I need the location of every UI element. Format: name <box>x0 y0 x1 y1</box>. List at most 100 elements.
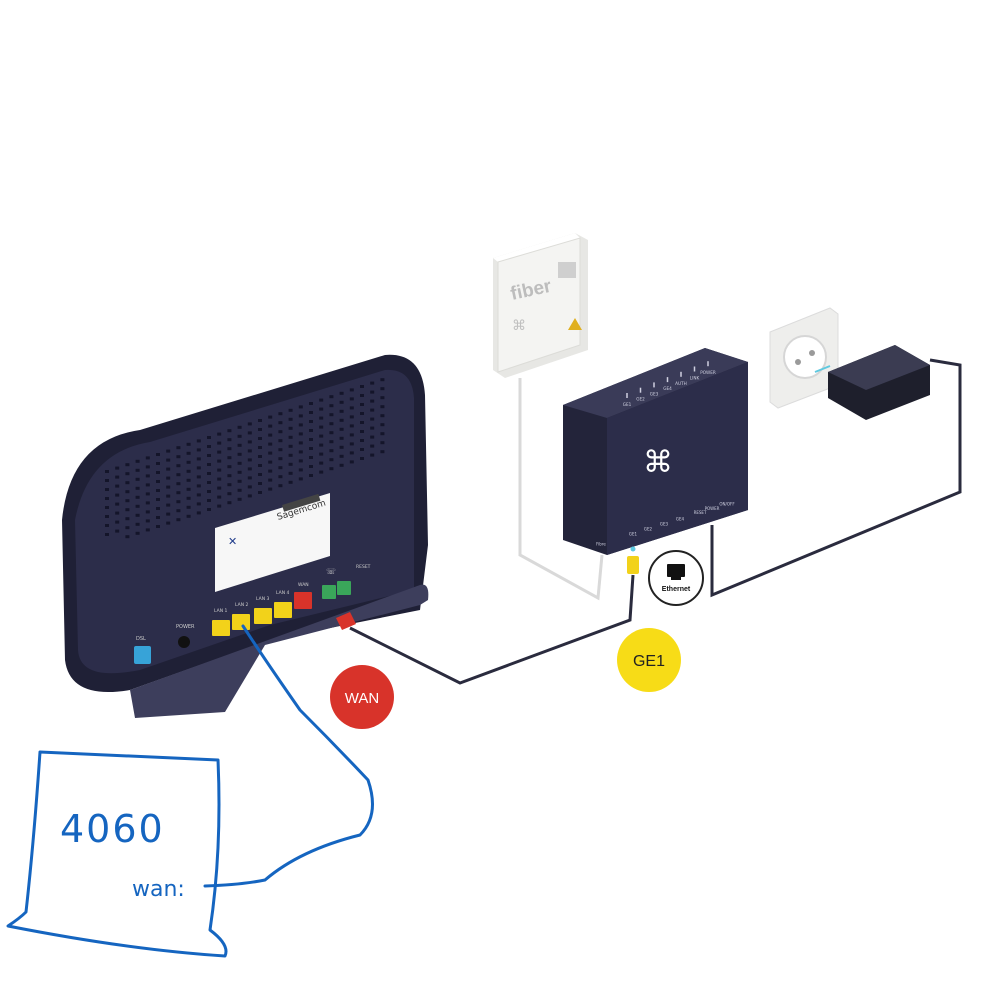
vent-hole <box>380 378 385 382</box>
vent-hole <box>196 493 201 497</box>
wan-badge-label: WAN <box>345 690 379 707</box>
vent-hole <box>258 428 262 431</box>
vent-hole <box>319 416 324 420</box>
vent-hole <box>278 421 283 425</box>
vent-hole <box>380 396 385 400</box>
fiber-cable <box>518 378 604 601</box>
vent-hole <box>360 421 364 424</box>
vent-hole <box>370 417 375 421</box>
vent-hole <box>247 431 252 435</box>
vent-hole <box>135 504 140 508</box>
vent-hole <box>258 437 262 440</box>
dsl-label: DSL <box>136 636 146 642</box>
vent-hole <box>247 422 252 426</box>
ethernet-badge: Ethernet <box>648 550 704 606</box>
vent-hole <box>309 402 313 405</box>
vent-hole <box>176 500 181 504</box>
vent-hole <box>268 487 273 491</box>
vent-hole <box>360 439 364 442</box>
vent-hole <box>115 475 120 479</box>
vent-hole <box>258 473 262 476</box>
vent-hole <box>186 496 191 500</box>
vent-hole <box>105 479 109 482</box>
vent-hole <box>309 438 313 441</box>
vent-hole <box>298 468 303 472</box>
vent-hole <box>145 492 150 496</box>
vent-hole <box>115 520 120 524</box>
vent-hole <box>135 486 140 490</box>
vent-hole <box>309 474 313 477</box>
vent-hole <box>166 467 171 471</box>
vent-hole <box>247 449 252 453</box>
vent-hole <box>105 533 109 536</box>
vent-hole <box>309 447 313 450</box>
vent-hole <box>247 440 252 444</box>
vent-hole <box>380 414 385 418</box>
vent-hole <box>339 445 344 449</box>
vent-hole <box>176 518 181 522</box>
vent-hole <box>196 511 201 515</box>
vent-hole <box>125 508 130 512</box>
power-adapter <box>814 345 930 420</box>
vent-hole <box>125 526 130 530</box>
vent-hole <box>268 415 273 419</box>
vent-hole <box>115 484 120 488</box>
vent-hole <box>125 490 130 494</box>
router: Sagemcom ✕ DSL POWER LAN 1 LAN 2 LAN 3 L… <box>62 354 429 718</box>
vent-hole <box>268 451 273 455</box>
vent-hole <box>329 413 334 417</box>
ethernet-badge-label: Ethernet <box>662 586 691 593</box>
vent-hole <box>258 491 262 494</box>
vent-hole <box>207 499 211 502</box>
vent-hole <box>349 415 354 419</box>
vent-hole <box>288 453 293 457</box>
vent-hole <box>309 465 313 468</box>
vent-hole <box>309 420 313 423</box>
vent-hole <box>227 465 232 469</box>
vent-hole <box>370 426 375 430</box>
wan-port <box>294 592 312 609</box>
vent-hole <box>268 442 273 446</box>
ont-port-label: Fibre <box>596 542 606 547</box>
ont-port-label: GE1 <box>629 531 638 536</box>
lan4-port <box>274 602 292 618</box>
vent-hole <box>349 424 354 428</box>
vent-hole <box>329 458 334 462</box>
lan2-port <box>232 614 250 630</box>
vent-hole <box>268 469 273 473</box>
vent-hole <box>125 472 130 476</box>
vent-hole <box>339 454 344 458</box>
vent-hole <box>349 406 354 410</box>
fiber-box-logo-icon: ⌘ <box>512 317 526 333</box>
vent-hole <box>156 462 160 465</box>
ont-logo-icon: ⌘ <box>643 446 673 479</box>
vent-hole <box>370 381 375 385</box>
vent-hole <box>319 470 324 474</box>
vent-hole <box>298 423 303 427</box>
vent-hole <box>298 459 303 463</box>
vent-hole <box>217 459 222 463</box>
lan1-label: LAN 1 <box>214 608 227 614</box>
annotation-cable <box>203 624 374 888</box>
lan4-label: LAN 4 <box>276 590 289 596</box>
vent-hole <box>349 442 354 446</box>
vent-hole <box>217 432 222 436</box>
vent-hole <box>156 489 160 492</box>
vent-hole <box>339 391 344 395</box>
vent-hole <box>217 504 222 508</box>
cables <box>349 358 962 685</box>
vent-hole <box>186 505 191 509</box>
vent-hole <box>319 443 324 447</box>
vent-hole <box>298 405 303 409</box>
vent-hole <box>370 390 375 394</box>
vent-hole <box>145 456 150 460</box>
vent-hole <box>268 478 273 482</box>
vent-hole <box>237 470 242 474</box>
vent-hole <box>339 400 344 404</box>
vent-hole <box>145 501 150 505</box>
vent-hole <box>186 478 191 482</box>
vent-hole <box>227 483 232 487</box>
power-label: POWER <box>176 624 195 630</box>
